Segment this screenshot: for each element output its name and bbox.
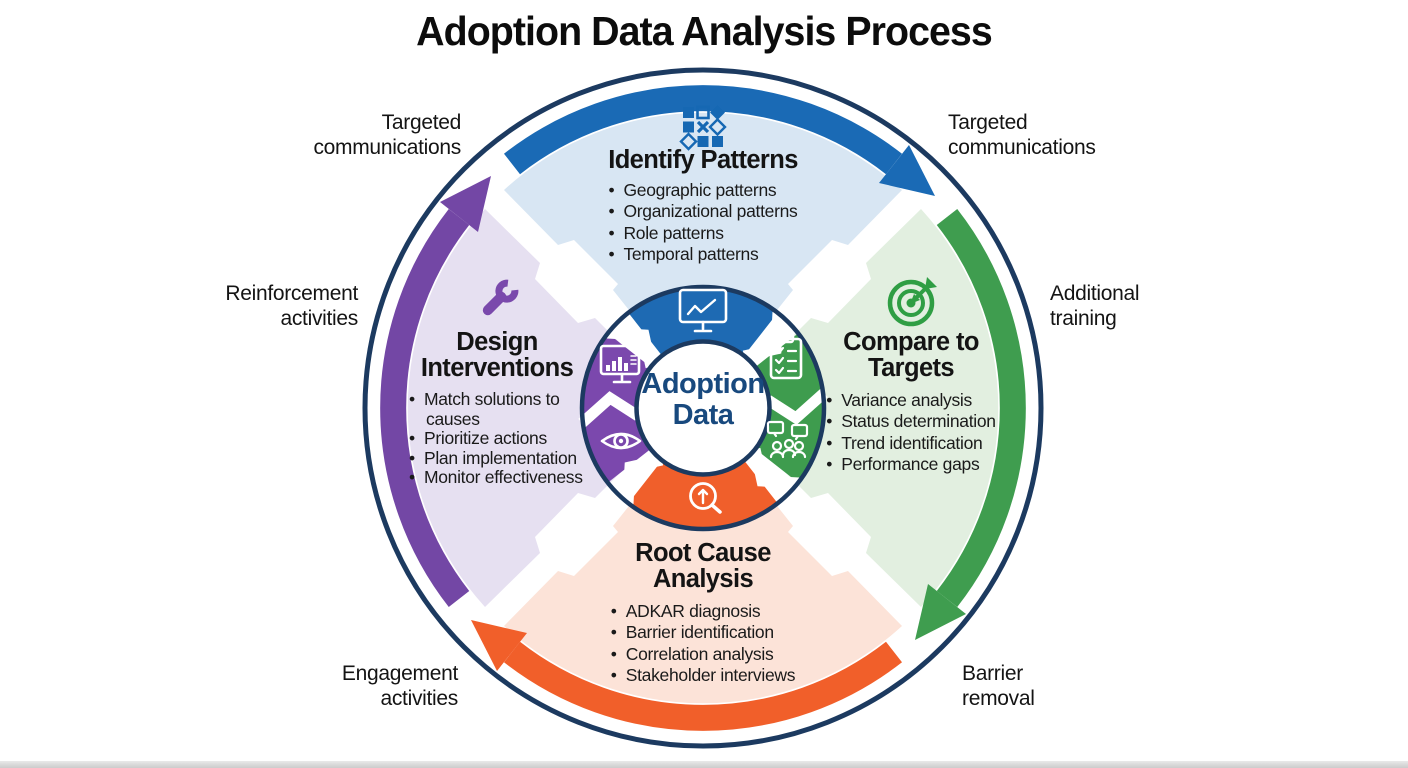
- quadrant-identify-patterns: Identify Patterns Geographic patterns Or…: [520, 147, 886, 265]
- outer-circle: [362, 67, 1044, 749]
- flow-arrow-blue: [503, 85, 935, 196]
- quadrant-bullet-list: Geographic patterns Organizational patte…: [609, 180, 798, 265]
- chevron-icon: [578, 391, 641, 428]
- quadrant-fill-bottom: [504, 477, 902, 704]
- hub-inner-circle: [634, 339, 772, 477]
- flow-arrow-purple: [380, 176, 491, 608]
- chevron-icon: [622, 454, 664, 505]
- checklist-icon: [769, 332, 803, 380]
- ring-segment-green: [755, 333, 824, 483]
- bullet-item: Stakeholder interviews: [611, 665, 796, 686]
- discussion-icon: [766, 420, 809, 459]
- outer-label-targeted-communications-left: Targeted communications: [313, 111, 461, 159]
- chevron-icon: [765, 388, 828, 425]
- quadrant-bullet-list: ADKAR diagnosis Barrier identification C…: [611, 601, 796, 686]
- outer-label-reinforcement-activities: Reinforcement activities: [225, 282, 358, 330]
- bullet-item: Barrier identification: [611, 622, 795, 643]
- line-chart-monitor-icon: [678, 288, 728, 333]
- flow-arrow-green: [915, 208, 1026, 640]
- magnifier-icon: [689, 482, 722, 514]
- eye-icon: [600, 432, 642, 450]
- quadrant-compare-to-targets: Compare to Targets Variance analysis Sta…: [820, 329, 1002, 475]
- bullet-item: Match solutions to causes: [409, 389, 585, 429]
- ring-chevrons: [578, 311, 828, 505]
- outer-label-additional-training: Additional training: [1050, 282, 1140, 330]
- page-title: Adoption Data Analysis Process: [416, 8, 993, 54]
- chevron-icon: [749, 447, 800, 489]
- bullet-item: Correlation analysis: [611, 644, 795, 665]
- quadrant-bullet-list: Match solutions to causes Prioritize act…: [409, 389, 585, 488]
- quadrant-title: Root Cause Analysis: [635, 539, 771, 593]
- target-icon: [887, 277, 937, 327]
- bottom-edge-strip: [0, 761, 1408, 768]
- outer-label-engagement-activities: Engagement activities: [341, 662, 458, 710]
- bullet-item: Role patterns: [609, 223, 798, 244]
- quadrant-bullet-list: Variance analysis Status determination T…: [826, 390, 996, 475]
- bullet-item: Plan implementation: [409, 448, 585, 469]
- bullet-item: Status determination: [826, 411, 996, 432]
- quadrant-root-cause-analysis: Root Cause Analysis ADKAR diagnosis Barr…: [520, 540, 886, 686]
- quadrant-title: Identify Patterns: [608, 146, 798, 174]
- outer-label-barrier-removal: Barrier removal: [962, 662, 1035, 710]
- quadrant-title: Compare to Targets: [843, 328, 979, 382]
- ring-segment-blue: [628, 287, 778, 356]
- chevron-icon: [606, 327, 657, 369]
- bullet-item: Temporal patterns: [609, 244, 798, 265]
- ring-icons: [599, 288, 809, 514]
- bullet-item: Variance analysis: [826, 390, 995, 411]
- bar-chart-monitor-icon: [599, 336, 644, 384]
- bullet-item: Prioritize actions: [409, 428, 585, 449]
- bullet-item: Performance gaps: [826, 454, 995, 475]
- pattern-grid-icon: [679, 105, 727, 151]
- bullet-item: ADKAR diagnosis: [611, 601, 795, 622]
- bullet-item: Trend identification: [826, 433, 995, 454]
- flow-arrow-orange: [471, 620, 903, 731]
- outer-label-targeted-communications-right: Targeted communications: [948, 111, 1096, 159]
- bullet-item: Organizational patterns: [609, 201, 797, 222]
- quadrant-design-interventions: Design Interventions Match solutions to …: [402, 329, 592, 488]
- bullet-item: Monitor effectiveness: [409, 467, 585, 488]
- quadrant-title: Design Interventions: [420, 328, 574, 382]
- center-hub-label: Adoption Data: [641, 368, 765, 431]
- wrench-icon: [482, 279, 519, 316]
- bullet-item: Geographic patterns: [609, 180, 798, 201]
